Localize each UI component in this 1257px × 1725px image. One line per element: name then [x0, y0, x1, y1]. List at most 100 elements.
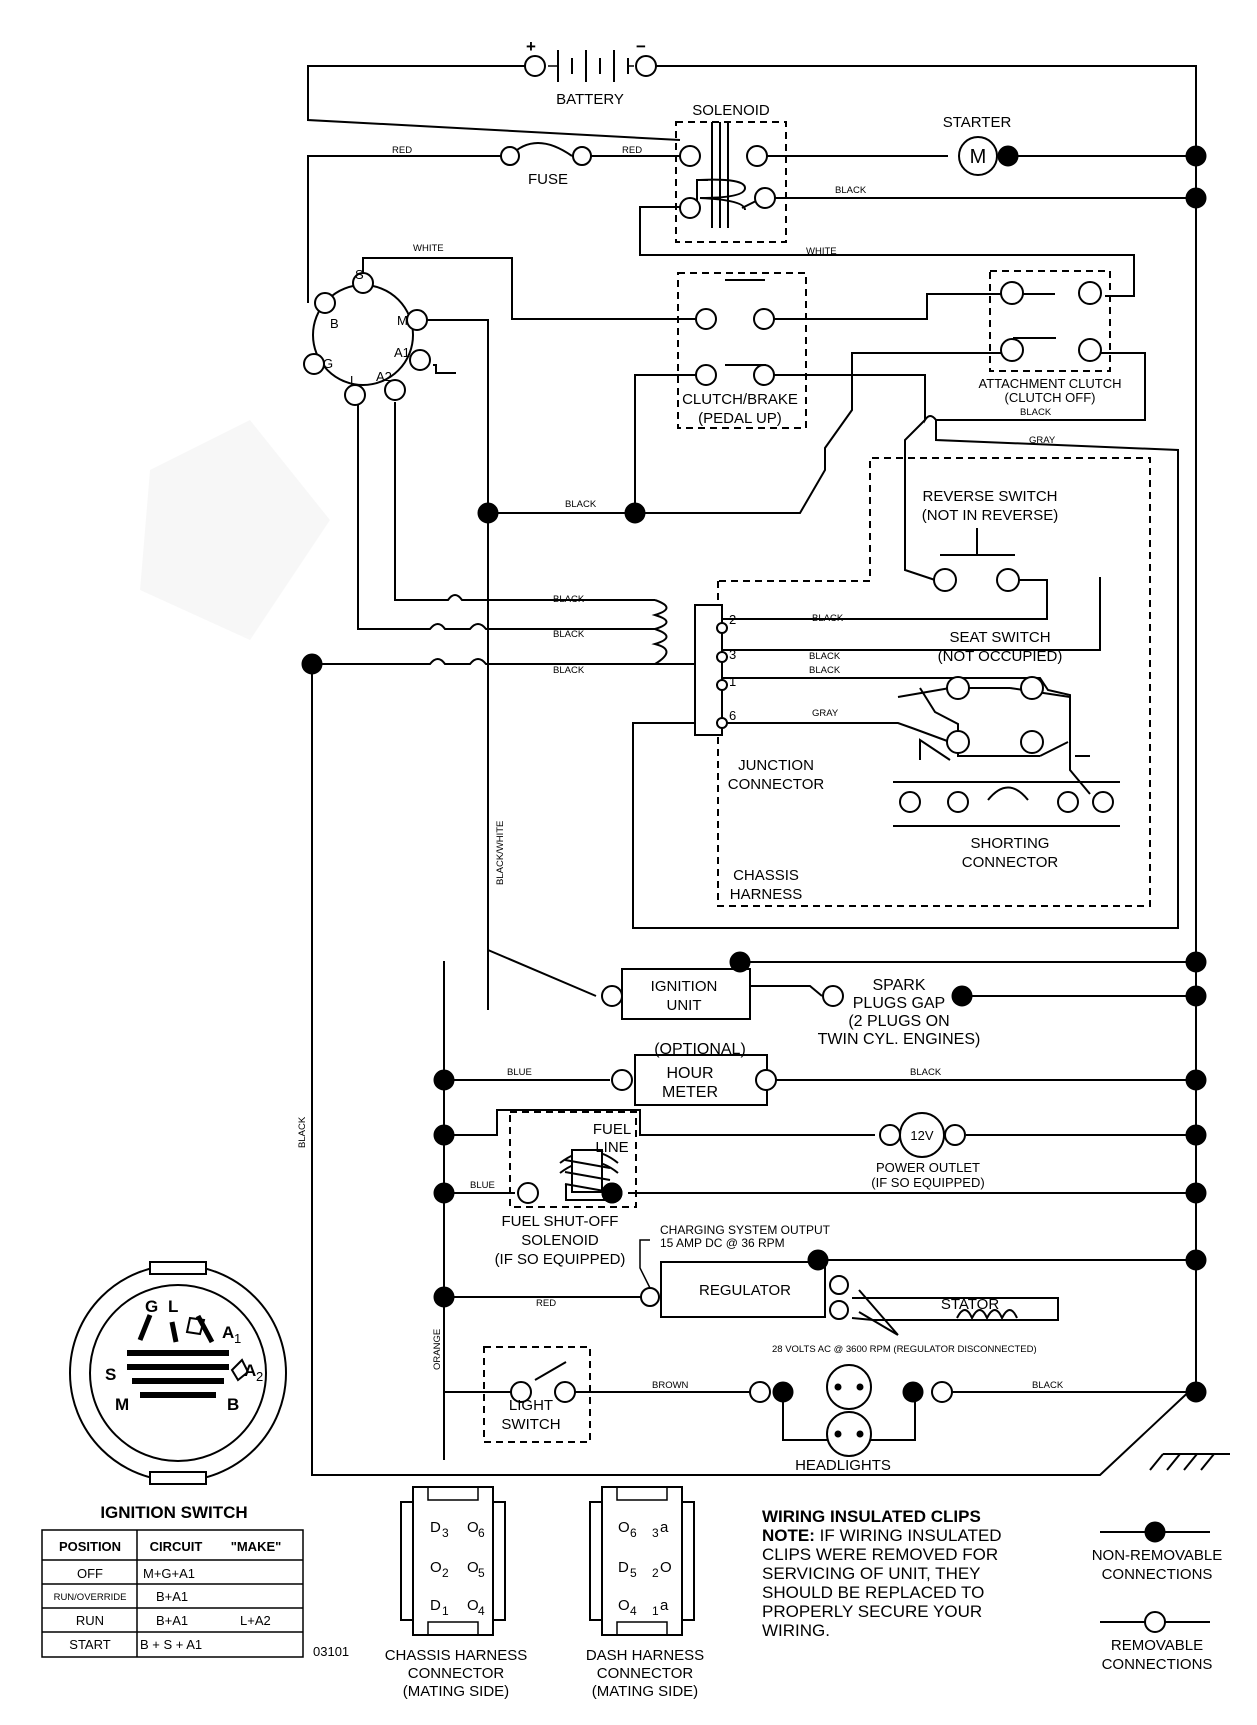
terminal-a2: A2: [376, 369, 392, 384]
note-line: IF WIRING INSULATED: [815, 1526, 1002, 1545]
reverse-switch-label: REVERSE SWITCH: [922, 488, 1057, 505]
headlights-label: HEADLIGHTS: [795, 1457, 891, 1474]
spark-plugs-gap: PLUGS GAP: [853, 995, 945, 1012]
note-title: WIRING INSULATED CLIPS: [762, 1507, 981, 1526]
clutch-brake-label: CLUTCH/BRAKE: [682, 391, 798, 408]
table-cell-position: OFF: [77, 1566, 103, 1581]
stator-coil: [956, 1309, 1018, 1321]
wire-label-black: BLACK: [835, 185, 867, 196]
table-cell-circuit: B + S + A1: [140, 1637, 202, 1652]
table-cell-circuit: M+G+A1: [143, 1566, 195, 1581]
ign-face-a2: A: [244, 1361, 256, 1380]
chassis-pin: O: [467, 1597, 479, 1614]
ignition-unit-sub: UNIT: [667, 997, 702, 1014]
dash-pin: D: [618, 1559, 629, 1576]
battery-plus: +: [526, 37, 536, 56]
chassis-pin: D: [430, 1597, 441, 1614]
hour-meter-label: HOUR: [666, 1065, 713, 1082]
legend-open-dot: [1144, 1611, 1166, 1633]
dashed-enclosures: [483, 121, 1151, 1443]
wire-label-gray: GRAY: [812, 708, 839, 719]
clutch-brake-sub: (PEDAL UP): [698, 410, 782, 427]
fuel-solenoid-note: (IF SO EQUIPPED): [495, 1251, 626, 1268]
legend-non-removable-sub: CONNECTIONS: [1102, 1566, 1213, 1583]
battery-label: BATTERY: [556, 91, 624, 108]
power-outlet-sub: (IF SO EQUIPPED): [871, 1175, 984, 1190]
wire-label-black: BLACK: [910, 1067, 942, 1078]
note-line: CLIPS WERE REMOVED FOR: [762, 1545, 998, 1564]
chassis-harness-connector: D 3 O 6 O 2 O 5 D 1 O 4: [400, 1486, 506, 1636]
wiring: [307, 50, 1230, 1476]
table-cell-position: START: [69, 1637, 110, 1652]
regulator-label: REGULATOR: [699, 1282, 791, 1299]
ignition-switch-title: IGNITION SWITCH: [100, 1503, 247, 1522]
chassis-pin-sub: 2: [442, 1566, 449, 1580]
chassis-pin-sub: 3: [442, 1526, 449, 1540]
wire-label-black: BLACK: [553, 665, 585, 676]
shorting-connector-sub: CONNECTOR: [962, 854, 1059, 871]
chassis-pin-sub: 4: [478, 1604, 485, 1618]
dash-pin-sub: a: [660, 1597, 669, 1614]
wire-label-blue: BLUE: [470, 1180, 495, 1191]
pin-1: 1: [729, 674, 736, 689]
fuel-solenoid-sub: SOLENOID: [521, 1232, 599, 1249]
dash-connector-caption: CONNECTOR: [597, 1665, 694, 1682]
watermark: [140, 420, 330, 640]
dash-harness-connector: O 6 3 a D 5 2 O O 4 1 a: [589, 1486, 695, 1636]
wire-color-labels: RED RED BLACK WHITE WHITE BLACK GRAY BLA…: [297, 145, 1064, 1391]
wire-label-blue: BLUE: [507, 1067, 532, 1078]
attachment-clutch-sub: (CLUTCH OFF): [1005, 390, 1096, 405]
table-cell-circuit: B+A1: [156, 1589, 188, 1604]
chassis-connector-caption: (MATING SIDE): [403, 1683, 509, 1700]
non-removable-junctions: [301, 145, 1207, 1403]
hour-meter-sub: METER: [662, 1084, 718, 1101]
chassis-pin-sub: 1: [442, 1604, 449, 1618]
chassis-connector-caption: CHASSIS HARNESS: [385, 1647, 528, 1664]
dash-pin-sub: a: [660, 1519, 669, 1536]
wire-label-brown: BROWN: [652, 1380, 689, 1391]
legend: NON-REMOVABLE CONNECTIONS REMOVABLE CONN…: [1092, 1521, 1223, 1673]
spark-plugs-note: TWIN CYL. ENGINES): [818, 1031, 981, 1048]
dash-pin: O: [618, 1597, 630, 1614]
ignition-terminal-block: S B G L A2 A1 M: [303, 267, 431, 406]
battery-minus: −: [636, 37, 646, 56]
ign-face-a2-sub: 2: [256, 1369, 263, 1384]
dash-connector-caption: DASH HARNESS: [586, 1647, 704, 1664]
junction-connector-sub: CONNECTOR: [728, 776, 825, 793]
chassis-pin: D: [430, 1519, 441, 1536]
junction-pins: 2 3 1 6: [729, 612, 736, 723]
terminal-l: L: [350, 373, 357, 388]
wire-label-red: RED: [622, 145, 642, 156]
chassis-connector-caption: CONNECTOR: [408, 1665, 505, 1682]
svg-text:NOTE: IF WIRING INSULATED: NOTE: IF WIRING INSULATED: [762, 1526, 1002, 1545]
wire-label-black: BLACK: [565, 499, 597, 510]
solenoid-label: SOLENOID: [692, 102, 770, 119]
spark-plugs-count: (2 PLUGS ON: [848, 1013, 949, 1030]
wire-label-black: BLACK: [1032, 1380, 1064, 1391]
wiring-clips-note: WIRING INSULATED CLIPS NOTE: IF WIRING I…: [762, 1507, 1002, 1640]
light-switch-sub: SWITCH: [501, 1416, 560, 1433]
pin-6: 6: [729, 708, 736, 723]
terminal-m: M: [397, 313, 408, 328]
dash-pin-sub: 4: [630, 1604, 637, 1618]
part-code: 03101: [313, 1644, 349, 1659]
fuel-line-label: FUEL: [593, 1121, 631, 1138]
note-lead: NOTE:: [762, 1526, 815, 1545]
wire-label-white: WHITE: [806, 246, 837, 257]
dash-pin-sub: 5: [630, 1566, 637, 1580]
pin-3: 3: [729, 647, 736, 662]
wire-label-black: BLACK: [809, 665, 841, 676]
wire-label-black: BLACK: [297, 1116, 308, 1148]
wire-label-orange: ORANGE: [432, 1329, 443, 1370]
wire-label-black: BLACK: [553, 594, 585, 605]
ign-face-a1-sub: 1: [234, 1331, 241, 1346]
table-header-make: "MAKE": [231, 1539, 282, 1554]
charging-output-label: CHARGING SYSTEM OUTPUT: [660, 1223, 831, 1237]
wire-label-gray: GRAY: [1029, 435, 1056, 446]
legend-non-removable: NON-REMOVABLE: [1092, 1547, 1223, 1564]
wire-label-red: RED: [392, 145, 412, 156]
pin-2: 2: [729, 612, 736, 627]
chassis-harness-sub: HARNESS: [730, 886, 803, 903]
wire-label-black: BLACK: [812, 613, 844, 624]
chassis-pin-sub: 6: [478, 1526, 485, 1540]
